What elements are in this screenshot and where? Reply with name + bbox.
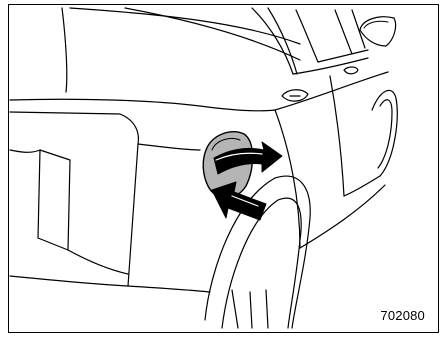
front-wheel xyxy=(343,89,398,197)
figure-code: 702080 xyxy=(380,308,425,323)
tail-light xyxy=(9,111,140,287)
rear-wheel xyxy=(204,175,311,329)
rotate-arrow-icon xyxy=(213,141,283,175)
push-arrow-icon xyxy=(211,181,267,221)
side-mirror xyxy=(359,16,397,47)
figure-frame xyxy=(8,4,439,333)
body-contour xyxy=(9,7,389,249)
door-handles xyxy=(281,66,359,102)
roof-and-window-lines xyxy=(69,7,369,75)
lower-body xyxy=(127,143,211,293)
